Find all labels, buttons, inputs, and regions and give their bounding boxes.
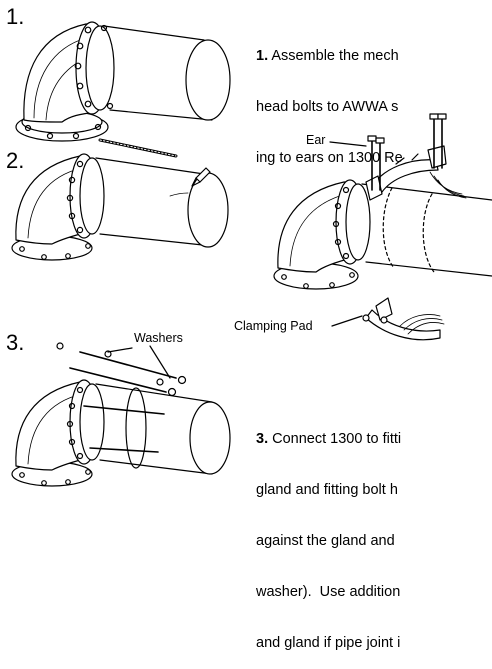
step-1-number: 1. <box>6 4 25 29</box>
step-1-line-2: head bolts to AWWA s <box>256 99 399 115</box>
step-1-line-1: Assemble the mech <box>268 48 399 64</box>
ear-clamp-assembly-illustration <box>273 113 492 341</box>
ear-label: Ear <box>306 133 326 147</box>
step-2-assembly-illustration <box>11 153 229 261</box>
step-3-bold-lead: 3. <box>256 431 269 447</box>
threaded-rod-illustration <box>98 138 178 158</box>
step-2-number: 2. <box>6 148 25 173</box>
step-3-line-4: washer). Use addition <box>256 584 401 600</box>
step-3-assembly-illustration <box>11 342 231 487</box>
step-1-assembly-illustration <box>15 21 231 142</box>
clamping-pad-label: Clamping Pad <box>234 319 313 333</box>
marker-pencil-illustration <box>191 167 211 187</box>
washers-label: Washers <box>134 331 183 345</box>
illustration-canvas <box>11 21 492 487</box>
step-1-text: 1. Assemble the mech head bolts to AWWA … <box>256 14 492 184</box>
step-3-line-3: against the gland and <box>256 533 395 549</box>
step-3-line-1: Connect 1300 to fitti <box>268 431 402 447</box>
step-3-number: 3. <box>6 330 25 355</box>
step-1-bold-lead: 1. <box>256 48 269 64</box>
step-3-line-2: gland and fitting bolt h <box>256 482 398 498</box>
step-3-line-5: and gland if pipe joint i <box>256 635 401 651</box>
